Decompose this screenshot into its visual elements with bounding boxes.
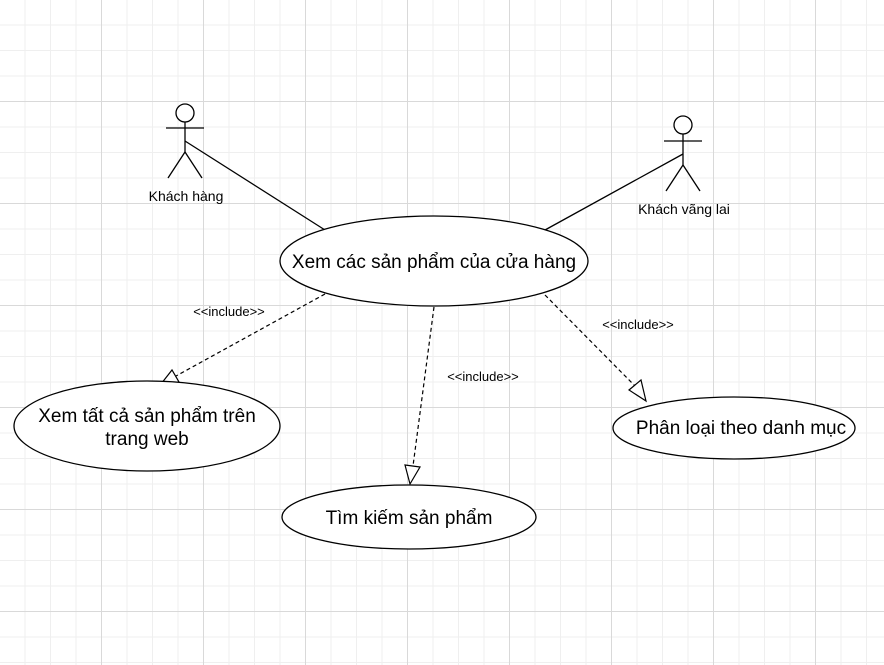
actor-label-khach-vang-lai: Khách vãng lai (638, 201, 730, 217)
actor-leg-left (665, 164, 684, 192)
use-case-category-label: Phân loại theo danh mục (636, 418, 846, 439)
use-case-ellipse (13, 380, 281, 472)
use-case-view-all[interactable]: Xem tất cả sản phẩm trên trang web (13, 380, 281, 472)
include-label-middle: <<include>> (447, 369, 519, 384)
use-case-category[interactable]: Phân loại theo danh mục (612, 396, 856, 460)
use-case-main-label: Xem các sản phẩm của cửa hàng (292, 252, 576, 273)
dashed-line (412, 306, 435, 467)
dashed-line (544, 294, 636, 387)
dashed-line (175, 293, 326, 377)
use-case-main[interactable]: Xem các sản phẩm của cửa hàng (279, 215, 589, 307)
arrowhead (627, 378, 647, 403)
include-label-left: <<include>> (193, 304, 265, 319)
use-case-view-all-label-line1: Xem tất cả sản phẩm trên (38, 406, 256, 427)
arrowhead (404, 464, 421, 486)
association-khach-vang-lai[interactable] (544, 153, 684, 231)
actor-head (673, 115, 693, 135)
use-case-ellipse (612, 396, 856, 460)
actor-head (175, 103, 195, 123)
actor-khach-vang-lai[interactable] (664, 115, 702, 192)
use-case-search[interactable]: Tìm kiếm sản phẩm (281, 484, 537, 550)
use-case-ellipse (279, 215, 589, 307)
include-label-right: <<include>> (602, 317, 674, 332)
actor-leg-right (184, 151, 203, 179)
use-case-search-label: Tìm kiếm sản phẩm (326, 508, 493, 529)
include-arrow-category[interactable] (544, 294, 647, 403)
use-case-view-all-label-line2: trang web (105, 429, 188, 450)
include-arrow-search[interactable] (404, 306, 435, 486)
actor-label-khach-hang: Khách hàng (149, 188, 224, 204)
use-case-ellipse (281, 484, 537, 550)
association-khach-hang[interactable] (184, 140, 326, 231)
actor-khach-hang[interactable] (166, 103, 204, 179)
actor-leg-left (167, 151, 186, 179)
actor-leg-right (682, 164, 701, 192)
